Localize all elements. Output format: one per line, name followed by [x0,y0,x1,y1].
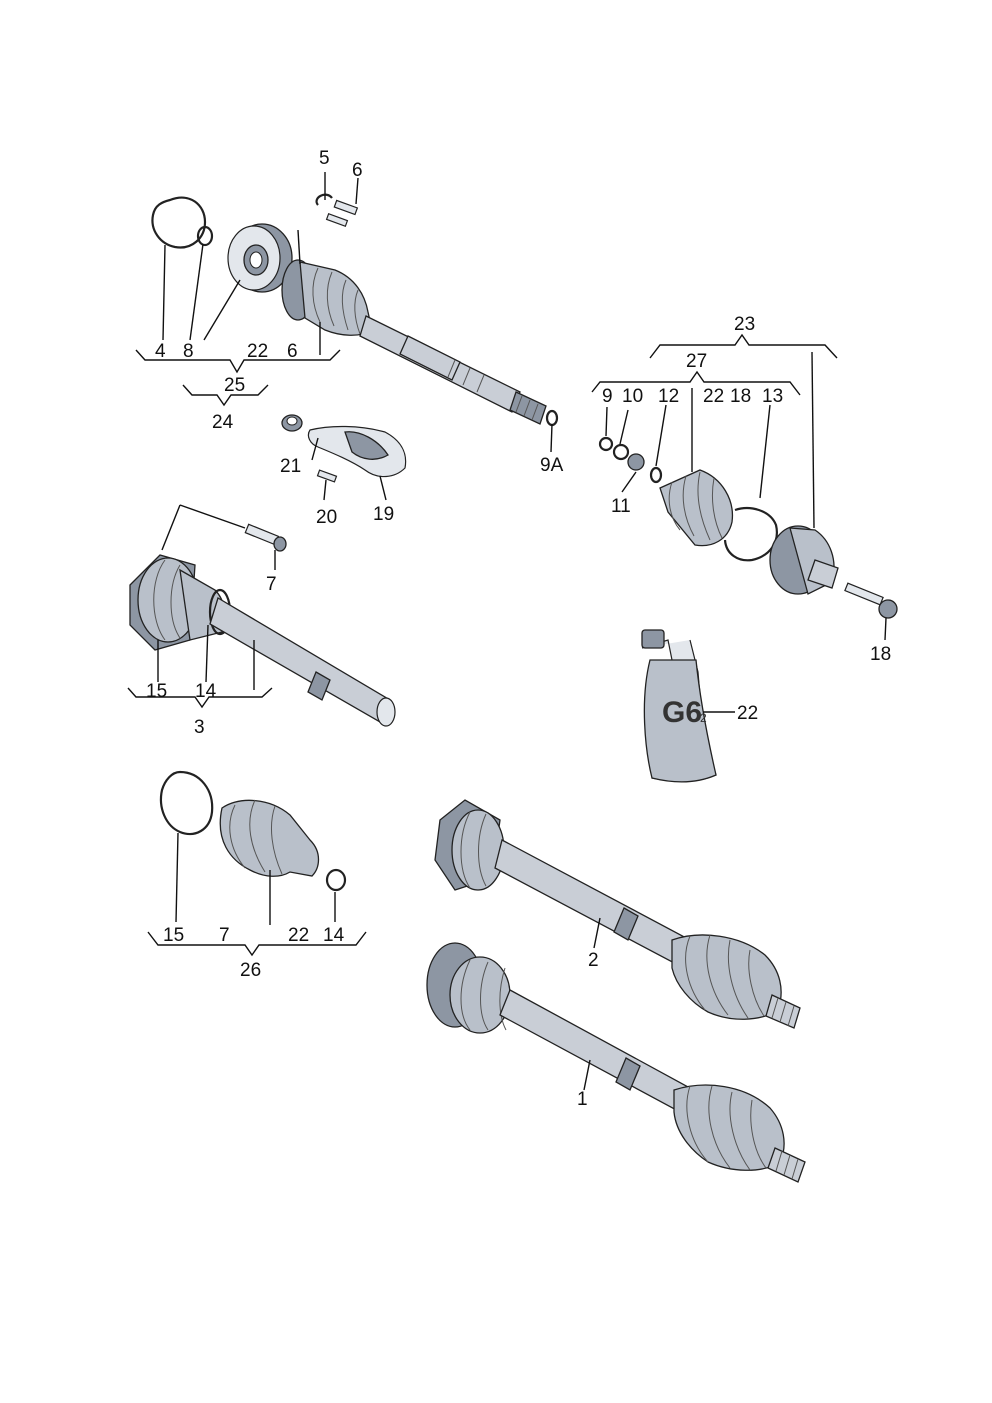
shaft-with-boot-top [281,259,547,425]
outer-joint-part-23 [769,525,839,595]
callout-5: 5 [319,148,330,169]
callout-14-kit: 14 [323,925,345,946]
screw-part-20 [316,469,338,483]
clamp-part-15 [159,770,214,836]
inner-joint-assembly-top [151,193,559,483]
callout-3: 3 [194,717,205,738]
boot-repair-kit-26 [159,770,347,892]
callout-9a: 9A [540,455,564,476]
bolt-part-6 [325,199,359,228]
callout-27: 27 [686,351,707,372]
callout-24: 24 [212,412,234,433]
inner-joint-shaft-part-3 [129,523,396,727]
grease-tube-marking: G6 [662,696,702,729]
driveshaft-part-2 [434,799,801,1029]
callout-22-grease: 22 [737,703,758,724]
callout-10: 10 [622,386,643,407]
joint-part-22 [227,223,293,293]
washer-part-9 [598,436,614,452]
callout-8: 8 [183,341,194,362]
callout-7-mid: 7 [266,574,277,595]
o-ring-part-8 [196,225,214,247]
callout-labels: 5 6 4 8 22 6 25 24 21 20 19 9A 7 15 14 3… [146,148,891,1110]
callout-4: 4 [155,341,166,362]
callout-22-right: 22 [703,386,724,407]
heat-shield-part-19 [307,425,407,478]
driveshaft-part-1 [426,942,806,1183]
callout-7-kit: 7 [219,925,230,946]
callout-6-top: 6 [352,160,363,181]
callout-18-right: 18 [730,386,751,407]
callout-19: 19 [373,504,394,525]
circlip-part-12 [649,466,663,484]
grease-tube-suffix: 2 [700,711,707,725]
grease-tube-part-22: G6 2 [641,629,717,783]
bolt-part-7-top [244,523,287,552]
callout-22-top: 22 [247,341,268,362]
clamp-part-5 [315,193,333,206]
callout-1: 1 [577,1089,588,1110]
callout-14-mid: 14 [195,681,217,702]
callout-26: 26 [240,960,261,981]
callout-12: 12 [658,386,679,407]
callout-22-kit: 22 [288,925,309,946]
callout-18-bolt: 18 [870,644,891,665]
callout-15-mid: 15 [146,681,167,702]
clamp-part-14 [325,868,347,892]
callout-9: 9 [602,386,613,407]
boot-part-7 [219,799,320,877]
callout-6-bracket: 6 [287,341,298,362]
callout-2: 2 [588,950,599,971]
circlip-part-4 [151,196,207,249]
nut-part-21 [281,414,303,432]
circlip-part-9a [545,409,559,427]
callout-13: 13 [762,386,783,407]
callout-11: 11 [611,496,631,517]
boot-part-27 [659,469,734,547]
nut-part-11 [627,453,645,471]
leader-lines [157,172,887,1091]
callout-25: 25 [224,375,245,396]
outer-joint-assembly [598,436,898,619]
callout-15-kit: 15 [163,925,184,946]
ring-part-10 [612,443,630,461]
grouping-brackets [127,333,838,957]
callout-20: 20 [316,507,337,528]
callout-23: 23 [734,314,755,335]
callout-21: 21 [280,456,301,477]
bolt-part-18 [844,582,898,619]
